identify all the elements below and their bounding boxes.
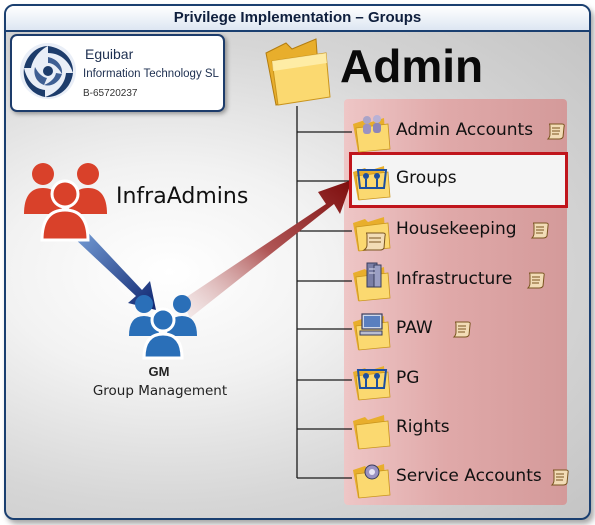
folder-label: Groups (396, 168, 457, 188)
folder-housekeeping[interactable]: Housekeeping (348, 209, 566, 253)
folder-label: Infrastructure (396, 269, 513, 289)
folder-pg[interactable]: PG (348, 358, 566, 402)
folder-label: PAW (396, 318, 433, 338)
service-folder-icon (353, 464, 391, 499)
folder-label: Rights (396, 417, 450, 437)
folder-label: Service Accounts (396, 466, 542, 486)
gm-users-icon (129, 295, 197, 360)
group-folder-icon (353, 166, 391, 201)
folder-admin-accounts[interactable]: Admin Accounts (348, 110, 566, 154)
folder-infrastructure[interactable]: Infrastructure (348, 259, 566, 303)
server-folder-icon (353, 262, 391, 302)
infraadmins-label: InfraAdmins (116, 184, 249, 209)
infraadmins-users-icon (24, 163, 107, 242)
script-icon (526, 272, 545, 289)
script-icon (452, 321, 471, 338)
delegation-arrow (182, 180, 352, 318)
folder-icon (353, 415, 391, 450)
gm-description: Group Management (92, 383, 228, 399)
company-logo-card: Eguibar Information Technology SL B-6572… (10, 34, 225, 112)
admin-folder-icon (265, 38, 331, 106)
script-icon (550, 469, 569, 486)
folder-label: Admin Accounts (396, 120, 534, 140)
logo-company-id: B-65720237 (83, 88, 138, 99)
logo-company-subtitle: Information Technology SL (83, 68, 219, 80)
script-icon (546, 123, 565, 140)
script-icon (530, 222, 549, 239)
folder-paw[interactable]: PAW (348, 308, 566, 352)
logo-company-name: Eguibar (85, 46, 134, 62)
folder-rights[interactable]: Rights (348, 407, 566, 451)
folder-label: Housekeeping (396, 219, 517, 239)
root-folder-label: Admin (340, 40, 484, 92)
folder-label: PG (396, 368, 420, 388)
computer-folder-icon (353, 313, 391, 351)
users-folder-icon (353, 115, 391, 153)
folder-groups[interactable]: Groups (348, 158, 566, 202)
folder-service-accounts[interactable]: Service Accounts (348, 456, 569, 500)
company-logo-icon (20, 43, 76, 99)
group-folder-icon (353, 366, 391, 401)
script-folder-icon (353, 217, 391, 252)
membership-arrow (70, 224, 156, 310)
gm-label: GM (148, 364, 170, 379)
diagram-title: Privilege Implementation – Groups (6, 6, 589, 32)
